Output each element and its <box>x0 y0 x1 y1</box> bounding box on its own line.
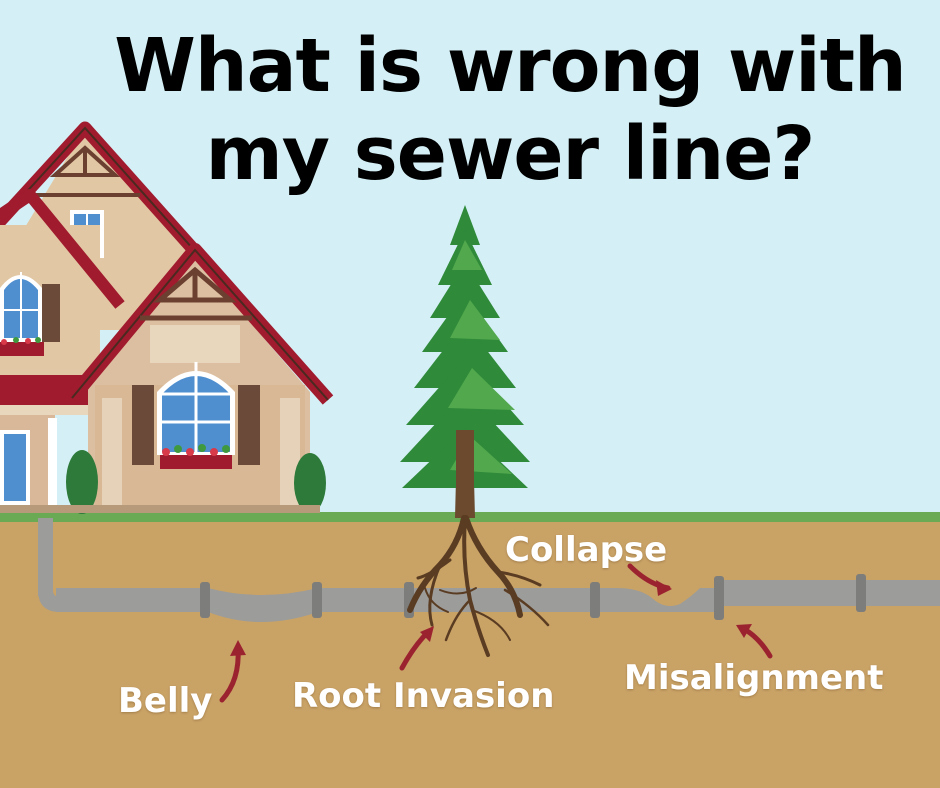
callout-arrows <box>219 563 773 703</box>
soil <box>0 518 940 788</box>
title-line-1: What is wrong with <box>114 23 906 109</box>
page-title: What is wrong with my sewer line? <box>100 22 920 198</box>
label-collapse: Collapse <box>505 530 668 570</box>
title-line-2: my sewer line? <box>205 111 816 197</box>
label-misalignment: Misalignment <box>624 658 884 698</box>
house <box>0 121 334 514</box>
label-root-invasion: Root Invasion <box>292 676 555 716</box>
sewer-pipe <box>38 518 940 622</box>
label-belly: Belly <box>118 681 213 721</box>
tree <box>400 205 550 657</box>
